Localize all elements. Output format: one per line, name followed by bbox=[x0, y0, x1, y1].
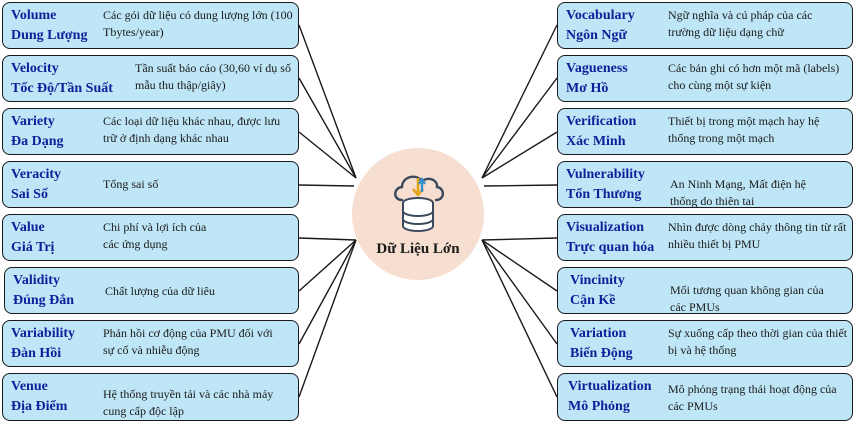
node-title-vi: Biến Động bbox=[570, 346, 633, 361]
connector-line bbox=[298, 239, 357, 398]
node-description: Hệ thống truyền tải và các nhà máy cung … bbox=[103, 387, 274, 418]
node-description: Các loại dữ liệu khác nhau, được lưu trữ… bbox=[103, 114, 281, 145]
node-title-en: Virtualization bbox=[568, 379, 652, 394]
node-title-vi: Trực quan hóa bbox=[566, 240, 655, 255]
node-description: Thiết bị trong một mạch hay hệ thống tro… bbox=[668, 114, 820, 145]
connector-line bbox=[481, 24, 558, 179]
node-title-vi: Sai Số bbox=[11, 187, 48, 202]
connector-line bbox=[481, 131, 558, 179]
node-title-en: Variability bbox=[11, 326, 76, 341]
cloud-database-icon bbox=[394, 175, 445, 232]
node-vagueness: Vagueness Mơ Hồ Các bản ghi có hơn một mã… bbox=[557, 55, 853, 102]
node-description: Phản hồi cơ động của PMU đối với sự cố v… bbox=[103, 326, 273, 357]
node-title-vi: Mơ Hồ bbox=[566, 81, 609, 96]
node-description: Các bản ghi có hơn một mã (labels) cho c… bbox=[668, 61, 840, 92]
node-title-en: Validity bbox=[13, 273, 60, 288]
node-title-en: Value bbox=[11, 220, 45, 235]
node-description: Ngữ nghĩa và cú pháp của các trường dữ l… bbox=[668, 8, 813, 39]
connector-line bbox=[481, 239, 558, 292]
node-title-vi: Đúng Đắn bbox=[13, 293, 75, 308]
node-title-en: Variation bbox=[570, 326, 627, 341]
connector-line bbox=[298, 184, 355, 187]
connector-line bbox=[298, 77, 357, 179]
node-title-en: Vocabulary bbox=[566, 8, 635, 23]
node-title-en: Verification bbox=[566, 114, 637, 129]
node-title-vi: Tốc Độ/Tần Suất bbox=[11, 81, 113, 96]
node-title-en: Veracity bbox=[11, 167, 62, 182]
node-title-en: Vagueness bbox=[566, 61, 628, 76]
node-description: An Ninh Mạng, Mất điện hệ thống do thiên… bbox=[670, 177, 806, 208]
connector-line bbox=[298, 239, 357, 292]
node-description: Tần suất báo cáo (30,60 ví dụ số mẫu thu… bbox=[135, 61, 291, 92]
connector-line bbox=[481, 77, 558, 179]
node-title-en: Vulnerability bbox=[566, 167, 645, 182]
node-title-vi: Đa Dạng bbox=[11, 134, 64, 149]
connector-line bbox=[483, 184, 558, 187]
node-description: Nhìn được dòng chảy thông tin từ rất nhi… bbox=[668, 220, 847, 251]
node-title-en: Volume bbox=[11, 8, 57, 23]
node-description: Mô phỏng trạng thái hoạt động của các PM… bbox=[668, 382, 837, 413]
node-title-vi: Tổn Thương bbox=[566, 187, 642, 202]
node-title-vi: Xác Minh bbox=[566, 134, 626, 149]
node-description: Mối tương quan không gian của các PMUs bbox=[670, 283, 824, 314]
node-title-en: Velocity bbox=[11, 61, 59, 76]
node-title-vi: Mô Phỏng bbox=[568, 399, 630, 414]
node-title-en: Venue bbox=[11, 379, 48, 394]
node-description: Các gói dữ liệu có dung lượng lớn (100 T… bbox=[103, 8, 293, 39]
node-title-en: Variety bbox=[11, 114, 55, 129]
node-title-vi: Đàn Hồi bbox=[11, 346, 62, 361]
connector-line bbox=[298, 237, 357, 241]
node-variety: Variety Đa Dạng Các loại dữ liệu khác nha… bbox=[2, 108, 299, 155]
node-description: Tổng sai số bbox=[103, 177, 159, 191]
node-title-en: Visualization bbox=[566, 220, 645, 235]
node-title-vi: Dung Lượng bbox=[11, 28, 88, 43]
node-title-vi: Cận Kề bbox=[570, 293, 616, 308]
node-title-vi: Ngôn Ngữ bbox=[566, 28, 627, 43]
node-virtualization: Virtualization Mô Phỏng Mô phỏng trạng th… bbox=[557, 373, 853, 421]
connector-line bbox=[481, 237, 558, 241]
connector-line bbox=[298, 239, 357, 345]
connector-line bbox=[298, 131, 357, 179]
connector-line bbox=[298, 24, 357, 179]
connector-line bbox=[481, 239, 558, 398]
node-title-en: Vincinity bbox=[570, 273, 625, 288]
node-description: Chi phí và lợi ích của các ứng dụng bbox=[103, 220, 207, 251]
node-description: Chất lượng của dữ liêu bbox=[105, 284, 215, 298]
center-label: Dữ Liệu Lớn bbox=[376, 241, 460, 257]
connector-line bbox=[481, 239, 558, 345]
node-title-vi: Giá Trị bbox=[11, 240, 55, 255]
node-title-vi: Địa Điểm bbox=[11, 399, 68, 414]
node-description: Sự xuống cấp theo thời gian của thiết bị… bbox=[668, 326, 848, 357]
